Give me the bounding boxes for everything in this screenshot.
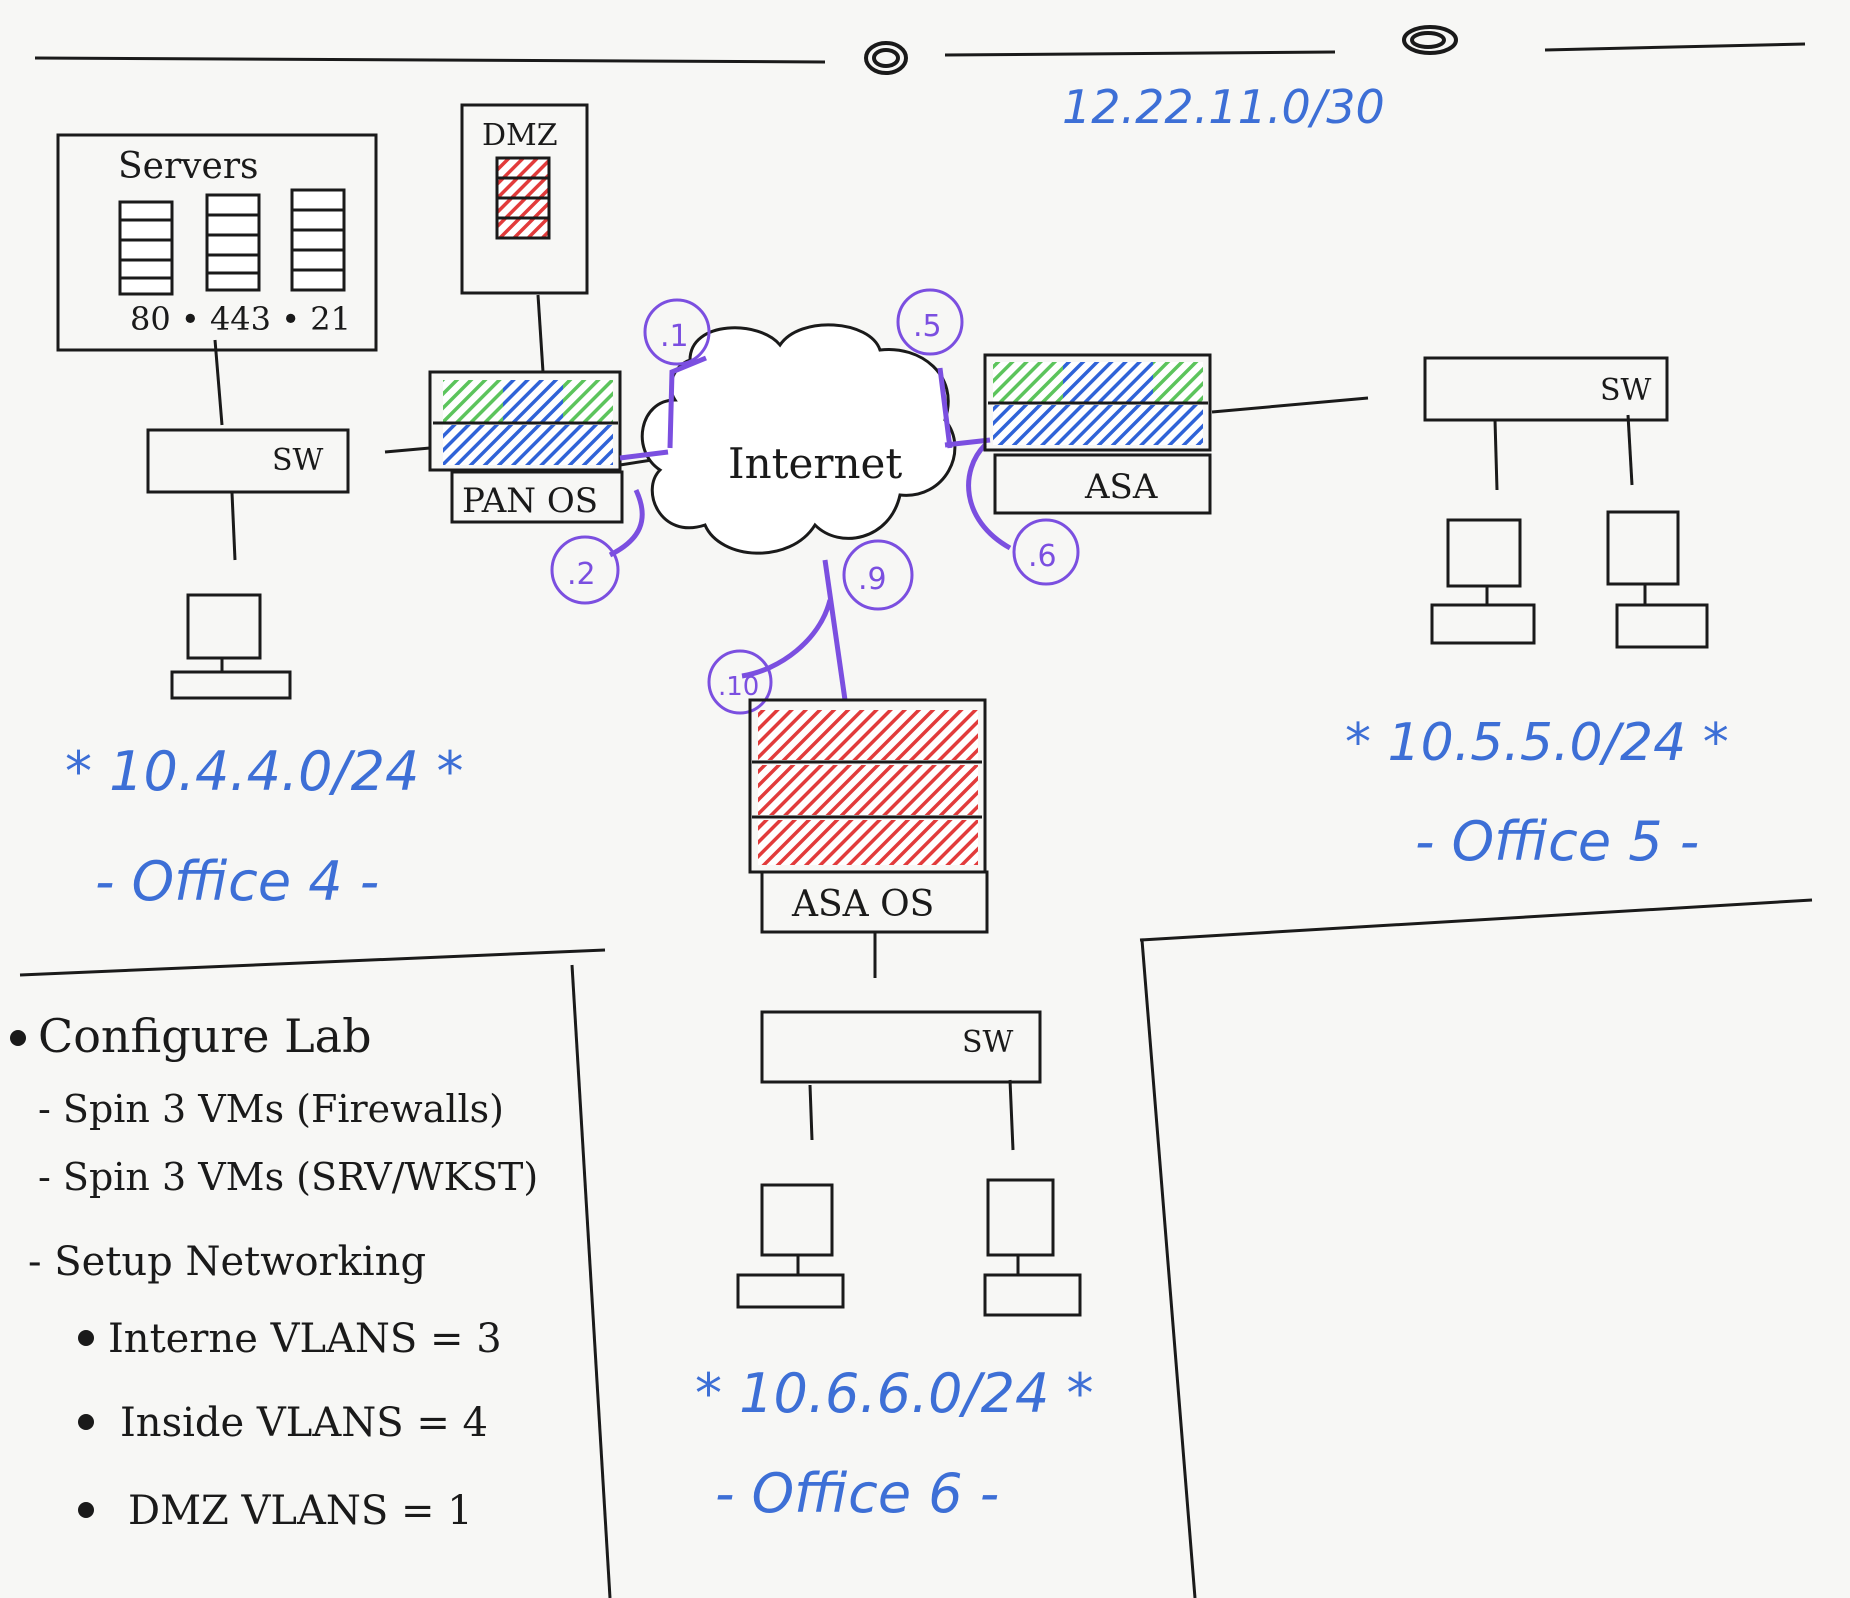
note-subitem: Inside VLANS = 4 xyxy=(120,1400,488,1446)
svg-text:.2: .2 xyxy=(567,557,596,592)
office4-label: - Office 4 - xyxy=(95,850,379,913)
notes-title: Configure Lab xyxy=(38,1009,372,1063)
note-subitem: Interne VLANS = 3 xyxy=(108,1316,502,1362)
server-ports-label: 80 • 443 • 21 xyxy=(130,300,351,338)
ip-badge-office6-outside: .9 xyxy=(842,539,914,611)
pan-os-label: PAN OS xyxy=(462,481,598,521)
transit-subnet-label: 12.22.11.0/30 xyxy=(1062,80,1385,134)
office5-switch-label: SW xyxy=(1600,373,1652,408)
office5-switch: SW xyxy=(1423,356,1669,422)
svg-text:.10: .10 xyxy=(718,672,759,702)
svg-text:.5: .5 xyxy=(913,309,942,344)
ip-badge-office5-outside: .5 xyxy=(896,288,964,356)
servers-box: Servers 80 • 443 • 21 xyxy=(56,133,378,352)
internet-cloud-icon: Internet xyxy=(640,323,957,555)
note-item: - Spin 3 VMs (SRV/WKST) xyxy=(38,1155,538,1199)
office6-subnet: * 10.6.6.0/24 * xyxy=(695,1362,1094,1425)
scribble-mark-icon xyxy=(1402,25,1458,55)
notes-panel: Configure Lab - Spin 3 VMs (Firewalls) -… xyxy=(10,1009,538,1534)
asa-os-label: ASA OS xyxy=(791,884,934,925)
office5-subnet: * 10.5.5.0/24 * xyxy=(1345,713,1729,773)
bullet-icon xyxy=(78,1330,94,1346)
pan-os-firewall: PAN OS xyxy=(428,370,624,524)
server-rack-icon xyxy=(290,188,346,292)
bullet-icon xyxy=(10,1030,26,1046)
dmz-title: DMZ xyxy=(482,118,558,153)
bullet-icon xyxy=(78,1502,94,1518)
servers-title: Servers xyxy=(118,146,259,187)
office5-workstation-icon xyxy=(1430,518,1536,645)
office6-workstation-icon xyxy=(983,1178,1082,1317)
office5-workstation-icon xyxy=(1606,510,1709,649)
note-item: - Spin 3 VMs (Firewalls) xyxy=(38,1087,504,1131)
svg-text:.6: .6 xyxy=(1028,539,1057,574)
dmz-box: DMZ xyxy=(460,103,589,295)
asa-firewall: ASA xyxy=(983,353,1212,515)
top-divider-lines xyxy=(34,42,1806,64)
ip-badge-office6-inside: .10 xyxy=(707,649,773,715)
office6-wiring xyxy=(808,932,1015,1151)
note-item: - Setup Networking xyxy=(28,1239,426,1285)
office4-workstation-icon xyxy=(170,593,292,700)
dmz-server-icon xyxy=(495,156,551,240)
asa-os-firewall: ASA OS xyxy=(748,698,989,934)
office6-workstation-icon xyxy=(736,1183,845,1309)
svg-text:.1: .1 xyxy=(660,319,689,354)
internet-label: Internet xyxy=(728,439,902,488)
bullet-icon xyxy=(78,1414,94,1430)
server-rack-icon xyxy=(118,200,174,296)
office5-wiring xyxy=(1211,396,1634,491)
office4-subnet: * 10.4.4.0/24 * xyxy=(65,740,464,803)
asa-label: ASA xyxy=(1084,467,1158,507)
wan-links xyxy=(608,355,1012,701)
scribble-mark-icon xyxy=(864,41,908,75)
note-subitem: DMZ VLANS = 1 xyxy=(128,1488,473,1534)
section-boundaries xyxy=(19,898,1813,1598)
ip-badge-office5-inside: .6 xyxy=(1012,518,1080,586)
server-rack-icon xyxy=(205,193,261,292)
office6-switch-label: SW xyxy=(962,1025,1014,1060)
ip-badge-office4-inside: .2 xyxy=(550,535,620,605)
office4-switch-label: SW xyxy=(272,443,324,478)
office6-switch: SW xyxy=(760,1010,1042,1084)
office5-label: - Office 5 - xyxy=(1415,810,1699,873)
ip-badge-office4-outside: .1 xyxy=(643,298,711,366)
office4-switch: SW xyxy=(146,428,350,494)
office6-label: - Office 6 - xyxy=(715,1462,999,1525)
svg-text:.9: .9 xyxy=(858,562,887,597)
